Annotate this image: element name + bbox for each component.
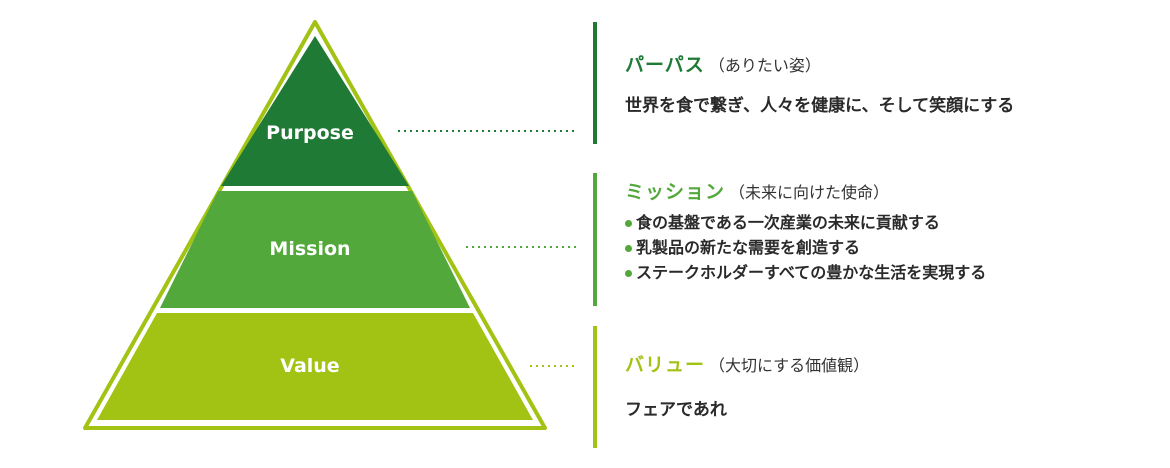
purpose-tier [221, 36, 409, 186]
mission-item: 食の基盤である一次産業の未来に貢献する [625, 214, 986, 232]
mission-subtitle: （未来に向けた使命） [729, 183, 890, 202]
value-section: バリュー（大切にする価値観） フェアであれ [593, 326, 869, 448]
mission-item-text: 乳製品の新たな需要を創造する [636, 238, 861, 257]
purpose-statement: 世界を食で繋ぎ、人々を健康に、そして笑顔にする [625, 96, 1015, 116]
mission-tier [160, 191, 470, 308]
mission-section: ミッション（未来に向けた使命） 食の基盤である一次産業の未来に貢献する 乳製品の… [593, 173, 986, 306]
purpose-title: パーパス [625, 54, 705, 76]
value-title: バリュー [625, 354, 706, 376]
value-subtitle: （大切にする価値観） [709, 356, 870, 375]
value-heading: バリュー（大切にする価値観） [625, 350, 869, 377]
mission-title: ミッション [625, 181, 726, 203]
mission-item: 乳製品の新たな需要を創造する [625, 239, 986, 257]
mission-item-text: 食の基盤である一次産業の未来に貢献する [636, 213, 940, 232]
mission-item-text: ステークホルダーすべての豊かな生活を実現する [636, 263, 987, 282]
purpose-heading: パーパス（ありたい姿） [625, 50, 1014, 77]
purpose-subtitle: （ありたい姿） [708, 56, 821, 75]
mission-heading: ミッション（未来に向けた使命） [625, 177, 986, 204]
value-tier [97, 313, 533, 420]
mission-item: ステークホルダーすべての豊かな生活を実現する [625, 264, 986, 282]
pyramid-outline [83, 20, 547, 430]
mission-list: 食の基盤である一次産業の未来に貢献する 乳製品の新たな需要を創造する ステークホ… [625, 214, 986, 282]
purpose-tier-label: Purpose [266, 122, 354, 144]
mission-tier-label: Mission [269, 238, 350, 260]
bullet-icon [625, 219, 632, 227]
bullet-icon [625, 244, 632, 252]
value-tier-label: Value [280, 355, 339, 377]
pyramid-diagram: Purpose Mission Value [83, 20, 576, 430]
purpose-section: パーパス（ありたい姿） 世界を食で繋ぎ、人々を健康に、そして笑顔にする [593, 22, 1014, 144]
bullet-icon [625, 269, 632, 277]
value-statement: フェアであれ [625, 400, 727, 420]
